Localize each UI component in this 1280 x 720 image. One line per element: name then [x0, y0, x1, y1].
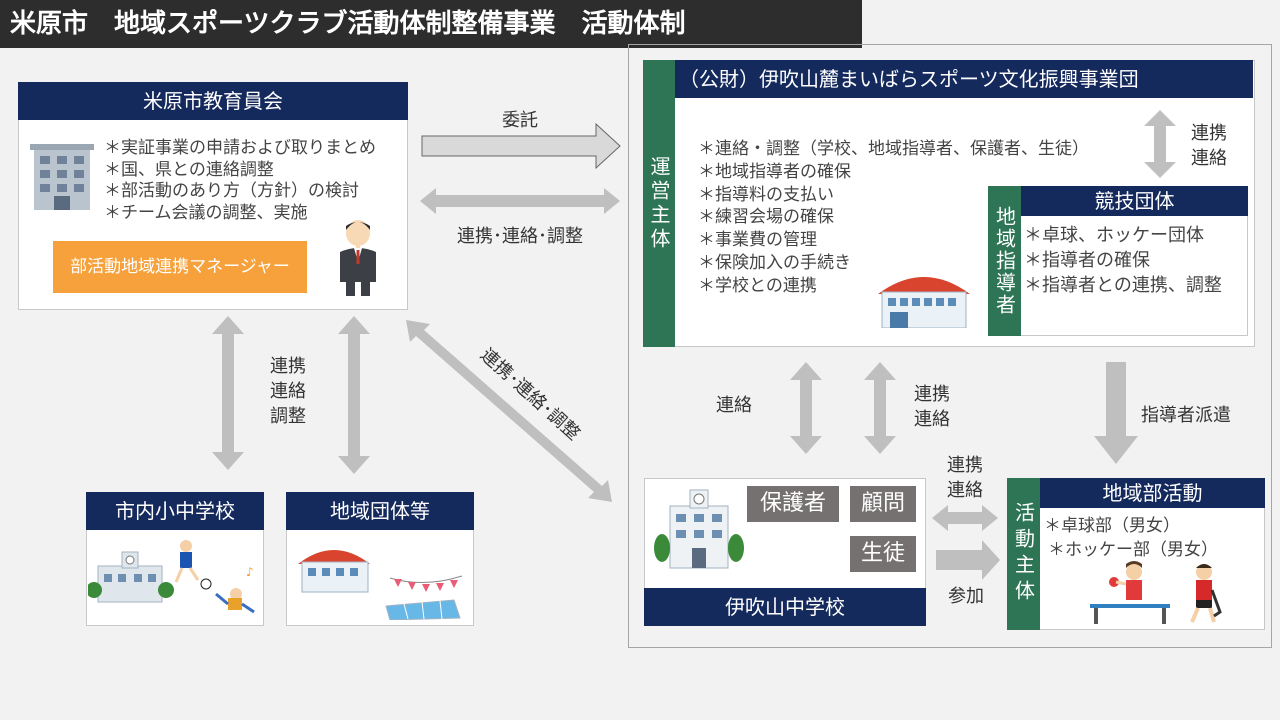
groups-title: 地域団体等: [286, 492, 474, 530]
hockey-player-icon: [1180, 562, 1226, 630]
ibuki-title: 伊吹山中学校: [644, 588, 926, 626]
list-item: ＊卓球、ホッケー団体: [1024, 225, 1204, 246]
participate-label: 参加: [948, 586, 984, 607]
foundation-items: ＊連絡・調整（学校、地域指導者、保護者、生徒） ＊地域指導者の確保 ＊指導料の支…: [698, 138, 1089, 298]
schools-title: 市内小中学校: [86, 492, 264, 530]
coop-top-label: 連携･連絡･調整: [457, 226, 583, 247]
list-item: ＊練習会場の確保: [698, 207, 834, 228]
coop-horizontal-arrow: [420, 188, 620, 214]
label-line: 連携: [947, 455, 983, 476]
left-vertical-arrow-1: [212, 316, 244, 470]
school-kids-illustration: ♪: [86, 534, 262, 624]
office-building-icon: [26, 140, 98, 214]
label-line: 連絡: [914, 409, 950, 430]
instructors-items: ＊卓球、ホッケー団体 ＊指導者の確保 ＊指導者との連携、調整: [1024, 223, 1222, 298]
acting-body-text: 活動主体: [1011, 502, 1036, 606]
list-item: ＊卓球部（男女）: [1044, 516, 1180, 536]
left-vertical-arrow-2: [338, 316, 370, 474]
list-item: ＊国、県との連絡調整: [104, 159, 274, 180]
school-building-icon: [654, 486, 744, 574]
top-right-label: 連携 連絡: [1178, 121, 1240, 171]
diagonal-arrow: [406, 320, 612, 502]
board-items: ＊実証事業の申請および取りまとめ ＊国、県との連絡調整 ＊部活動のあり方（方針）…: [104, 138, 376, 224]
foundation-title: （公財）伊吹山麓まいばらスポーツ文化振興事業団: [675, 60, 1253, 98]
student-tag: 生徒: [850, 536, 916, 572]
left-vert-label: 連携 連絡 調整: [256, 354, 320, 429]
regional-instructor-text: 地域指導者: [992, 206, 1017, 316]
page-title: 米原市 地域スポーツクラブ活動体制整備事業 活動体制: [0, 0, 862, 48]
guardian-tag: 保護者: [747, 486, 839, 522]
list-item: ＊連絡・調整（学校、地域指導者、保護者、生徒）: [698, 139, 1089, 159]
acting-body-label: 活動主体: [1007, 478, 1040, 630]
regional-instructor-label: 地域指導者: [988, 186, 1021, 336]
svg-text:♪: ♪: [246, 565, 254, 579]
list-item: ＊事業費の管理: [698, 230, 817, 251]
mid-right-label: 連携 連絡: [900, 382, 964, 432]
label-line: 連携: [1191, 123, 1227, 144]
list-item: ＊実証事業の申請および取りまとめ: [104, 138, 376, 158]
foundation-frame: [628, 44, 1272, 648]
label-line: 連携: [270, 356, 306, 377]
advisor-tag: 顧問: [850, 486, 916, 522]
manager-box: 部活動地域連携マネージャー: [53, 241, 307, 293]
club-items: ＊卓球部（男女） ＊ホッケー部（男女）: [1044, 514, 1218, 562]
club-title: 地域部活動: [1040, 478, 1265, 508]
operating-body-text: 運営主体: [647, 155, 671, 252]
list-item: ＊保険加入の手続き: [698, 252, 851, 273]
entrust-label: 委託: [502, 110, 538, 131]
bottom-coop-label: 連携 連絡: [934, 453, 996, 503]
list-item: ＊学校との連携: [698, 275, 817, 296]
list-item: ＊指導料の支払い: [698, 184, 834, 205]
label-line: 連絡: [270, 381, 306, 402]
list-item: ＊部活動のあり方（方針）の検討: [104, 181, 359, 201]
instructors-title: 競技団体: [1021, 186, 1248, 216]
operating-body-label: 運営主体: [643, 60, 675, 347]
label-line: 連絡: [1191, 148, 1227, 169]
dispatch-label: 指導者派遣: [1141, 405, 1231, 426]
list-item: ＊指導者の確保: [1024, 250, 1150, 271]
gym-building-icon: [874, 266, 974, 332]
label-line: 連携: [914, 384, 950, 405]
manager-person-icon: [334, 218, 382, 302]
coop-diag-label: 連携･連絡･調整: [476, 344, 584, 445]
list-item: ＊指導者との連携、調整: [1024, 275, 1222, 296]
table-tennis-player-icon: [1090, 560, 1170, 630]
list-item: ＊チーム会議の調整、実施: [104, 202, 308, 223]
list-item: ＊ホッケー部（男女）: [1048, 540, 1218, 560]
label-line: 調整: [270, 406, 306, 427]
board-title: 米原市教育員会: [18, 82, 408, 120]
label-line: 連絡: [947, 480, 983, 501]
mid-left-label: 連絡: [716, 395, 752, 416]
community-facility-illustration: [294, 540, 470, 624]
list-item: ＊地域指導者の確保: [698, 161, 851, 182]
